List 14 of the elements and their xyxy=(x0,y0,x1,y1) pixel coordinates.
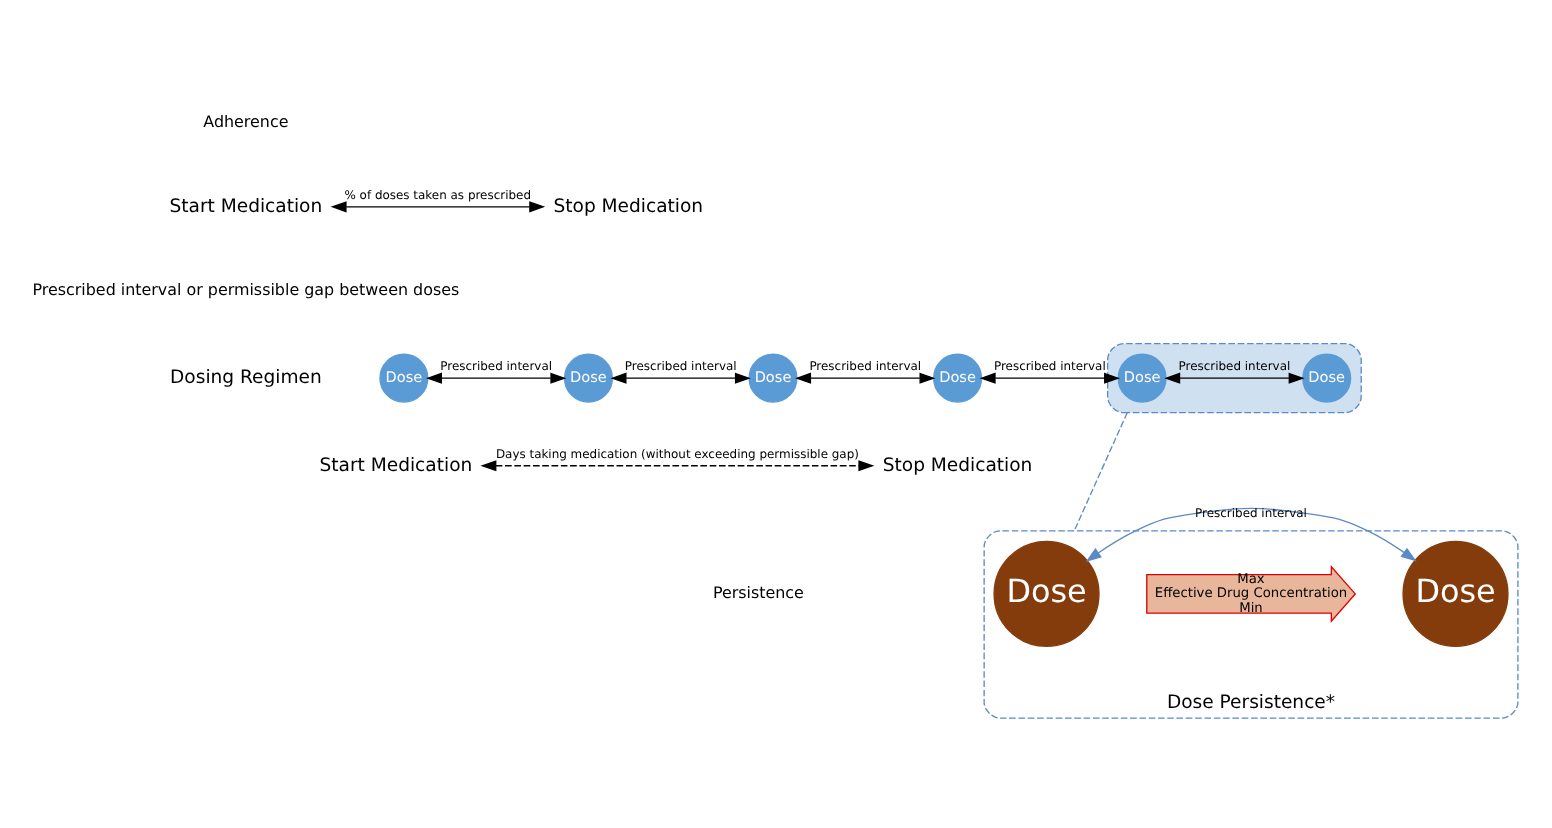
node-text: Stop Medication xyxy=(553,195,704,218)
node-text: Start Medication xyxy=(319,454,473,477)
arrow xyxy=(979,372,1120,384)
connector xyxy=(1073,412,1128,532)
node-text: Start Medication xyxy=(169,195,323,218)
arrow xyxy=(795,372,936,384)
arrow xyxy=(1085,507,1417,562)
node-text: Dosing Regimen xyxy=(170,367,322,390)
node-text: Stop Medication xyxy=(882,454,1033,477)
arrow xyxy=(330,201,546,213)
arrow xyxy=(610,372,751,384)
arrow xyxy=(426,372,567,384)
arrow xyxy=(1164,372,1305,384)
arrow xyxy=(480,460,875,472)
